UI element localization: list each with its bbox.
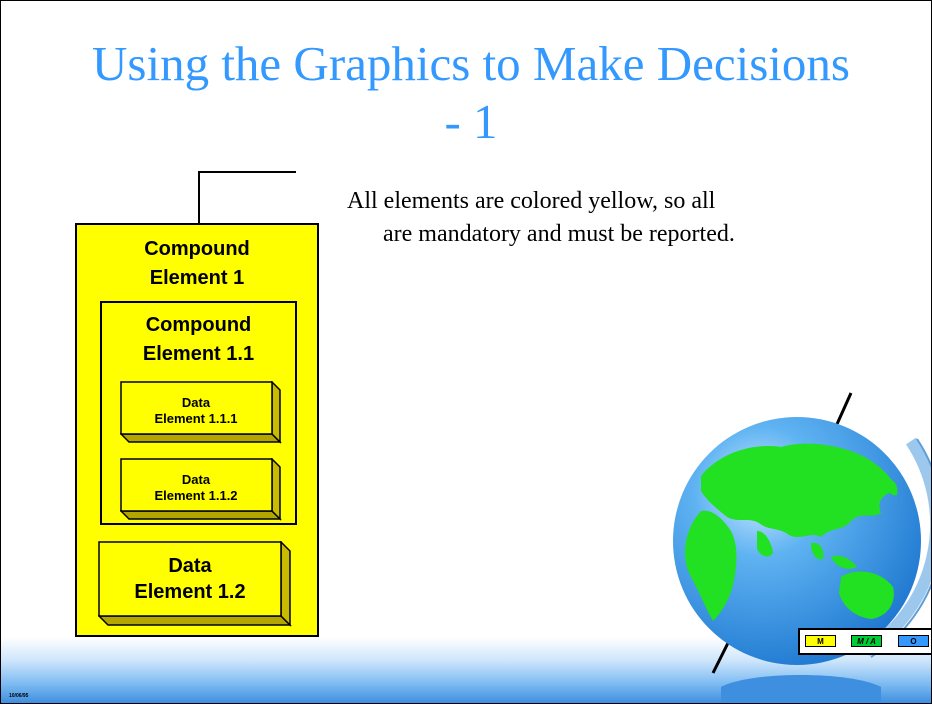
legend: M M / A O bbox=[798, 628, 931, 655]
data-element-1-1-1-line1: Data bbox=[181, 395, 211, 410]
data-element-1-2-line1: Data bbox=[168, 555, 212, 577]
data-element-1-1-1-label: Data Element 1.1.1 bbox=[120, 395, 272, 427]
compound-element-1-1-line1: Compound bbox=[145, 314, 252, 336]
data-element-1-2-line2: Element 1.2 bbox=[134, 581, 246, 603]
compound-element-1-1: Compound Element 1.1 Data Element 1.1.1 bbox=[100, 301, 297, 525]
compound-element-1-1-line2: Element 1.1 bbox=[142, 343, 255, 365]
compound-element-1-label: Compound Element 1 bbox=[77, 235, 317, 293]
connector-line-horizontal bbox=[198, 171, 296, 173]
body-line-2: are mandatory and must be reported. bbox=[383, 221, 735, 247]
data-element-1-1-2-line2: Element 1.1.2 bbox=[154, 488, 238, 503]
data-element-1-1-2-line1: Data bbox=[181, 472, 211, 487]
data-element-1-1-1: Data Element 1.1.1 bbox=[120, 381, 282, 445]
data-element-1-2-label: Data Element 1.2 bbox=[98, 553, 282, 605]
data-element-1-1-2-label: Data Element 1.1.2 bbox=[120, 472, 272, 504]
slide-date: 10/06/95 bbox=[9, 693, 29, 699]
data-element-1-1-2: Data Element 1.1.2 bbox=[120, 458, 282, 522]
slide-title: Using the Graphics to Make Decisions - 1 bbox=[92, 36, 850, 149]
legend-optional: O bbox=[898, 635, 929, 647]
connector-line-vertical bbox=[198, 171, 200, 223]
legend-mandatory-applicable: M / A bbox=[851, 635, 882, 647]
compound-element-1-line2: Element 1 bbox=[149, 267, 245, 289]
globe-icon bbox=[661, 381, 931, 703]
data-element-1-2: Data Element 1.2 bbox=[98, 541, 292, 629]
compound-element-1: Compound Element 1 Compound Element 1.1 … bbox=[75, 223, 319, 637]
body-text: All elements are colored yellow, so all … bbox=[347, 185, 867, 251]
legend-mandatory: M bbox=[805, 635, 836, 647]
data-element-1-1-1-line2: Element 1.1.1 bbox=[154, 411, 238, 426]
compound-element-1-line1: Compound bbox=[144, 238, 250, 260]
body-line-1: All elements are colored yellow, so all bbox=[347, 188, 716, 214]
compound-element-1-1-label: Compound Element 1.1 bbox=[102, 311, 295, 369]
